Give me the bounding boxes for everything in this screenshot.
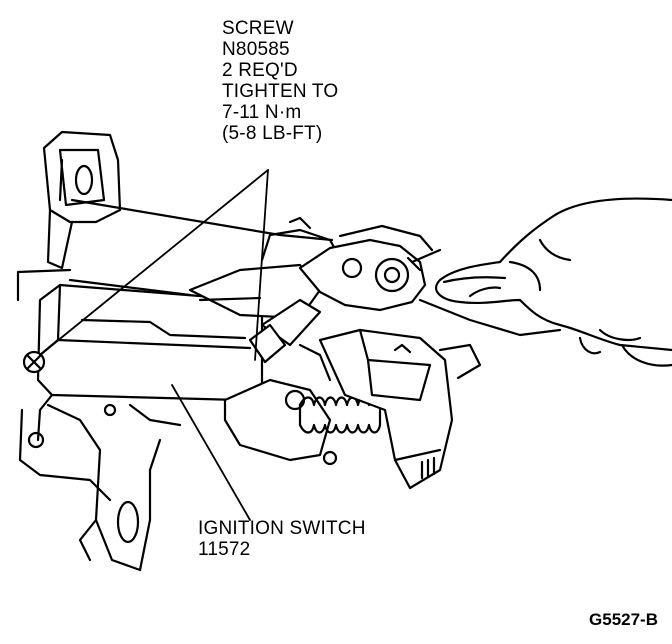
callout-line: SCREW	[222, 18, 294, 39]
switch-connector	[298, 328, 482, 490]
callout-line: TIGHTEN TO	[222, 81, 339, 102]
callout-line: 7-11 N·m	[222, 102, 302, 123]
callout-line: 2 REQ'D	[222, 60, 298, 81]
housing-screw-icon	[22, 350, 46, 374]
socket-wrench	[248, 238, 442, 364]
ignition-switch-callout: IGNITION SWITCH 11572	[198, 518, 366, 560]
hand	[435, 197, 672, 367]
leader-lines	[39, 169, 269, 521]
callout-line: 11572	[198, 539, 251, 560]
column-tube	[68, 198, 334, 297]
callout-line: IGNITION SWITCH	[198, 518, 366, 539]
screw-callout: SCREW N80585 2 REQ'D TIGHTEN TO 7-11 N·m…	[222, 18, 338, 144]
callout-line: N80585	[222, 39, 290, 60]
callout-line: (5-8 LB-FT)	[222, 123, 323, 144]
figure-code: G5527-B	[589, 610, 658, 629]
lower-bracket	[18, 403, 182, 572]
upper-bracket	[42, 130, 122, 270]
lock-housing	[36, 283, 264, 442]
